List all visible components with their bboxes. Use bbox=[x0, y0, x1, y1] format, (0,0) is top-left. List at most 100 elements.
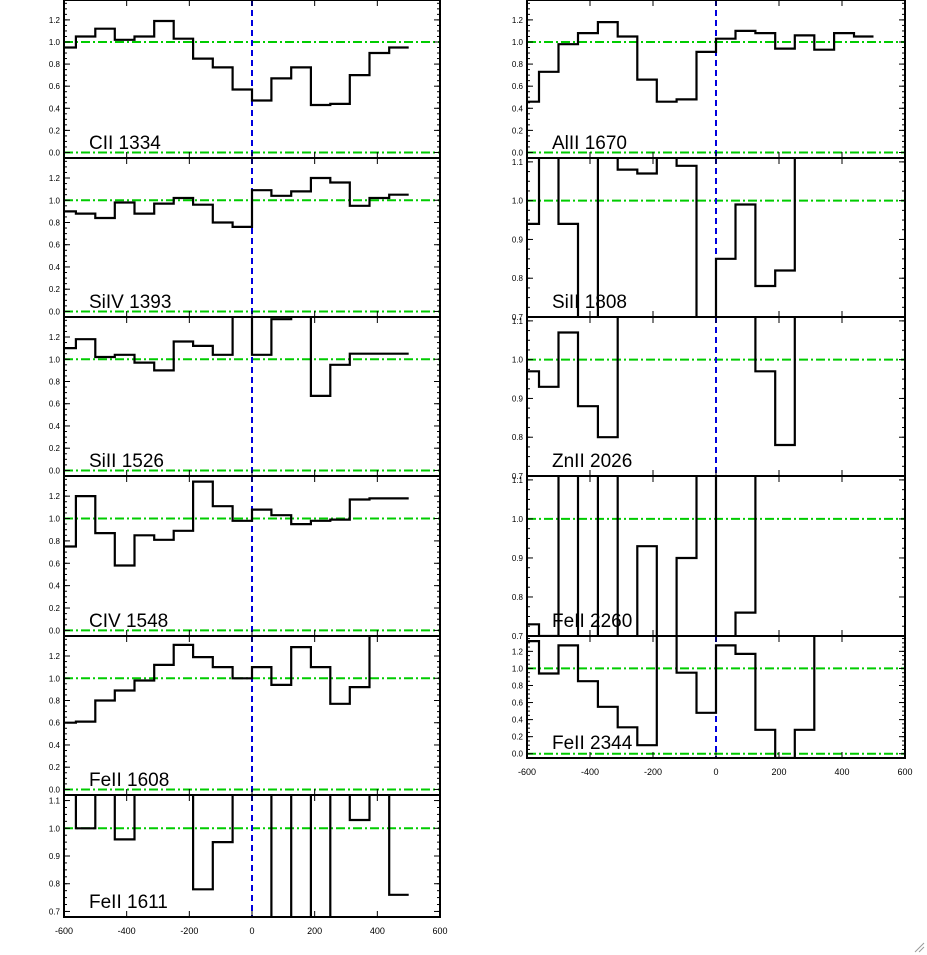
y-tick-label: 0.6 bbox=[49, 400, 61, 409]
y-tick-label: 1.0 bbox=[512, 197, 524, 206]
y-tick-label: 0.0 bbox=[512, 148, 524, 157]
x-tick-label: 0 bbox=[713, 767, 718, 777]
y-tick-label: 1.2 bbox=[512, 16, 524, 25]
y-tick-label: 0.4 bbox=[49, 741, 61, 750]
panel-label: AlII 1670 bbox=[552, 133, 627, 154]
x-tick-label: 200 bbox=[771, 767, 786, 777]
panel-label: CIV 1548 bbox=[89, 611, 168, 632]
y-tick-label: 1.0 bbox=[512, 356, 524, 365]
panel-label: CII 1334 bbox=[89, 133, 161, 154]
y-tick-label: 0.8 bbox=[49, 537, 61, 546]
y-tick-label: 0.2 bbox=[49, 763, 61, 772]
y-tick-label: 0.2 bbox=[49, 285, 61, 294]
y-tick-label: 0.8 bbox=[512, 60, 524, 69]
y-tick-label: 0.4 bbox=[49, 104, 61, 113]
y-tick-label: 0.2 bbox=[49, 444, 61, 453]
y-tick-label: 0.7 bbox=[512, 632, 524, 641]
y-tick-label: 0.8 bbox=[512, 274, 524, 283]
y-tick-label: 0.0 bbox=[49, 307, 61, 316]
spectrum-histogram bbox=[64, 176, 409, 228]
spectrum-histogram bbox=[527, 636, 816, 758]
y-tick-label: 0.6 bbox=[49, 82, 61, 91]
panel-label: FeII 2260 bbox=[552, 611, 632, 632]
x-tick-label: -200 bbox=[180, 926, 198, 936]
y-tick-label: 0.4 bbox=[49, 422, 61, 431]
x-tick-label: 400 bbox=[834, 767, 849, 777]
y-tick-label: 1.1 bbox=[512, 476, 524, 485]
y-tick-label: 0.7 bbox=[49, 907, 61, 916]
panel-label: FeII 1611 bbox=[89, 892, 168, 913]
x-tick-label: -200 bbox=[644, 767, 662, 777]
y-tick-label: 1.0 bbox=[49, 824, 61, 833]
y-tick-label: 0.4 bbox=[512, 716, 524, 725]
y-tick-label: 1.0 bbox=[512, 664, 524, 673]
x-tick-label: 600 bbox=[897, 767, 912, 777]
y-tick-label: 0.0 bbox=[49, 626, 61, 635]
y-tick-label: 1.0 bbox=[49, 38, 61, 47]
x-tick-label: -600 bbox=[55, 926, 73, 936]
y-tick-label: 1.2 bbox=[49, 16, 61, 25]
y-tick-label: 0.6 bbox=[512, 82, 524, 91]
y-tick-label: 0.4 bbox=[49, 263, 61, 272]
panel-label: SiIV 1393 bbox=[89, 292, 171, 313]
y-tick-label: 0.8 bbox=[49, 880, 61, 889]
y-tick-label: 1.0 bbox=[512, 38, 524, 47]
y-tick-label: 0.9 bbox=[512, 394, 524, 403]
y-tick-label: 1.0 bbox=[512, 515, 524, 524]
y-tick-label: 0.8 bbox=[49, 696, 61, 705]
y-tick-label: 1.2 bbox=[49, 174, 61, 183]
y-tick-label: 0.4 bbox=[49, 582, 61, 591]
y-tick-label: 0.8 bbox=[512, 681, 524, 690]
x-tick-label: 0 bbox=[249, 926, 254, 936]
spectrum-histogram bbox=[64, 317, 409, 397]
y-tick-label: 0.0 bbox=[512, 750, 524, 759]
panel-label: FeII 2344 bbox=[552, 733, 633, 754]
x-tick-label: -400 bbox=[118, 926, 136, 936]
y-tick-label: 1.2 bbox=[512, 647, 524, 656]
y-tick-label: 0.9 bbox=[49, 852, 61, 861]
spectrum-histogram bbox=[64, 636, 371, 724]
y-tick-label: 0.8 bbox=[512, 593, 524, 602]
y-tick-label: 1.0 bbox=[49, 355, 61, 364]
y-tick-label: 0.9 bbox=[512, 554, 524, 563]
x-tick-label: -600 bbox=[518, 767, 536, 777]
y-tick-label: 0.7 bbox=[512, 472, 524, 481]
spectrum-histogram bbox=[74, 795, 409, 917]
y-tick-label: 0.6 bbox=[49, 559, 61, 568]
y-tick-label: 0.2 bbox=[49, 126, 61, 135]
y-tick-label: 0.9 bbox=[512, 235, 524, 244]
y-tick-label: 1.0 bbox=[49, 515, 61, 524]
y-tick-label: 0.0 bbox=[49, 785, 61, 794]
panel-label: FeII 1608 bbox=[89, 770, 169, 791]
panel-label: ZnII 2026 bbox=[552, 451, 632, 472]
y-tick-label: 0.8 bbox=[512, 433, 524, 442]
y-tick-label: 1.1 bbox=[512, 158, 524, 167]
y-tick-label: 0.2 bbox=[512, 126, 524, 135]
x-tick-label: 600 bbox=[432, 926, 447, 936]
spectrum-histogram bbox=[527, 21, 874, 103]
spectrum-histogram bbox=[64, 19, 409, 107]
y-tick-label: 1.2 bbox=[49, 333, 61, 342]
resize-grip-icon[interactable] bbox=[913, 941, 925, 953]
y-tick-label: 0.2 bbox=[49, 604, 61, 613]
y-tick-label: 0.8 bbox=[49, 218, 61, 227]
y-tick-label: 0.0 bbox=[49, 148, 61, 157]
spectrum-histogram bbox=[527, 317, 796, 447]
y-tick-label: 1.1 bbox=[49, 797, 61, 806]
x-tick-label: 400 bbox=[370, 926, 385, 936]
y-tick-label: 1.2 bbox=[49, 492, 61, 501]
panel-label: SiII 1526 bbox=[89, 451, 164, 472]
y-tick-label: 0.2 bbox=[512, 733, 524, 742]
x-tick-label: 200 bbox=[307, 926, 322, 936]
x-tick-label: -400 bbox=[581, 767, 599, 777]
